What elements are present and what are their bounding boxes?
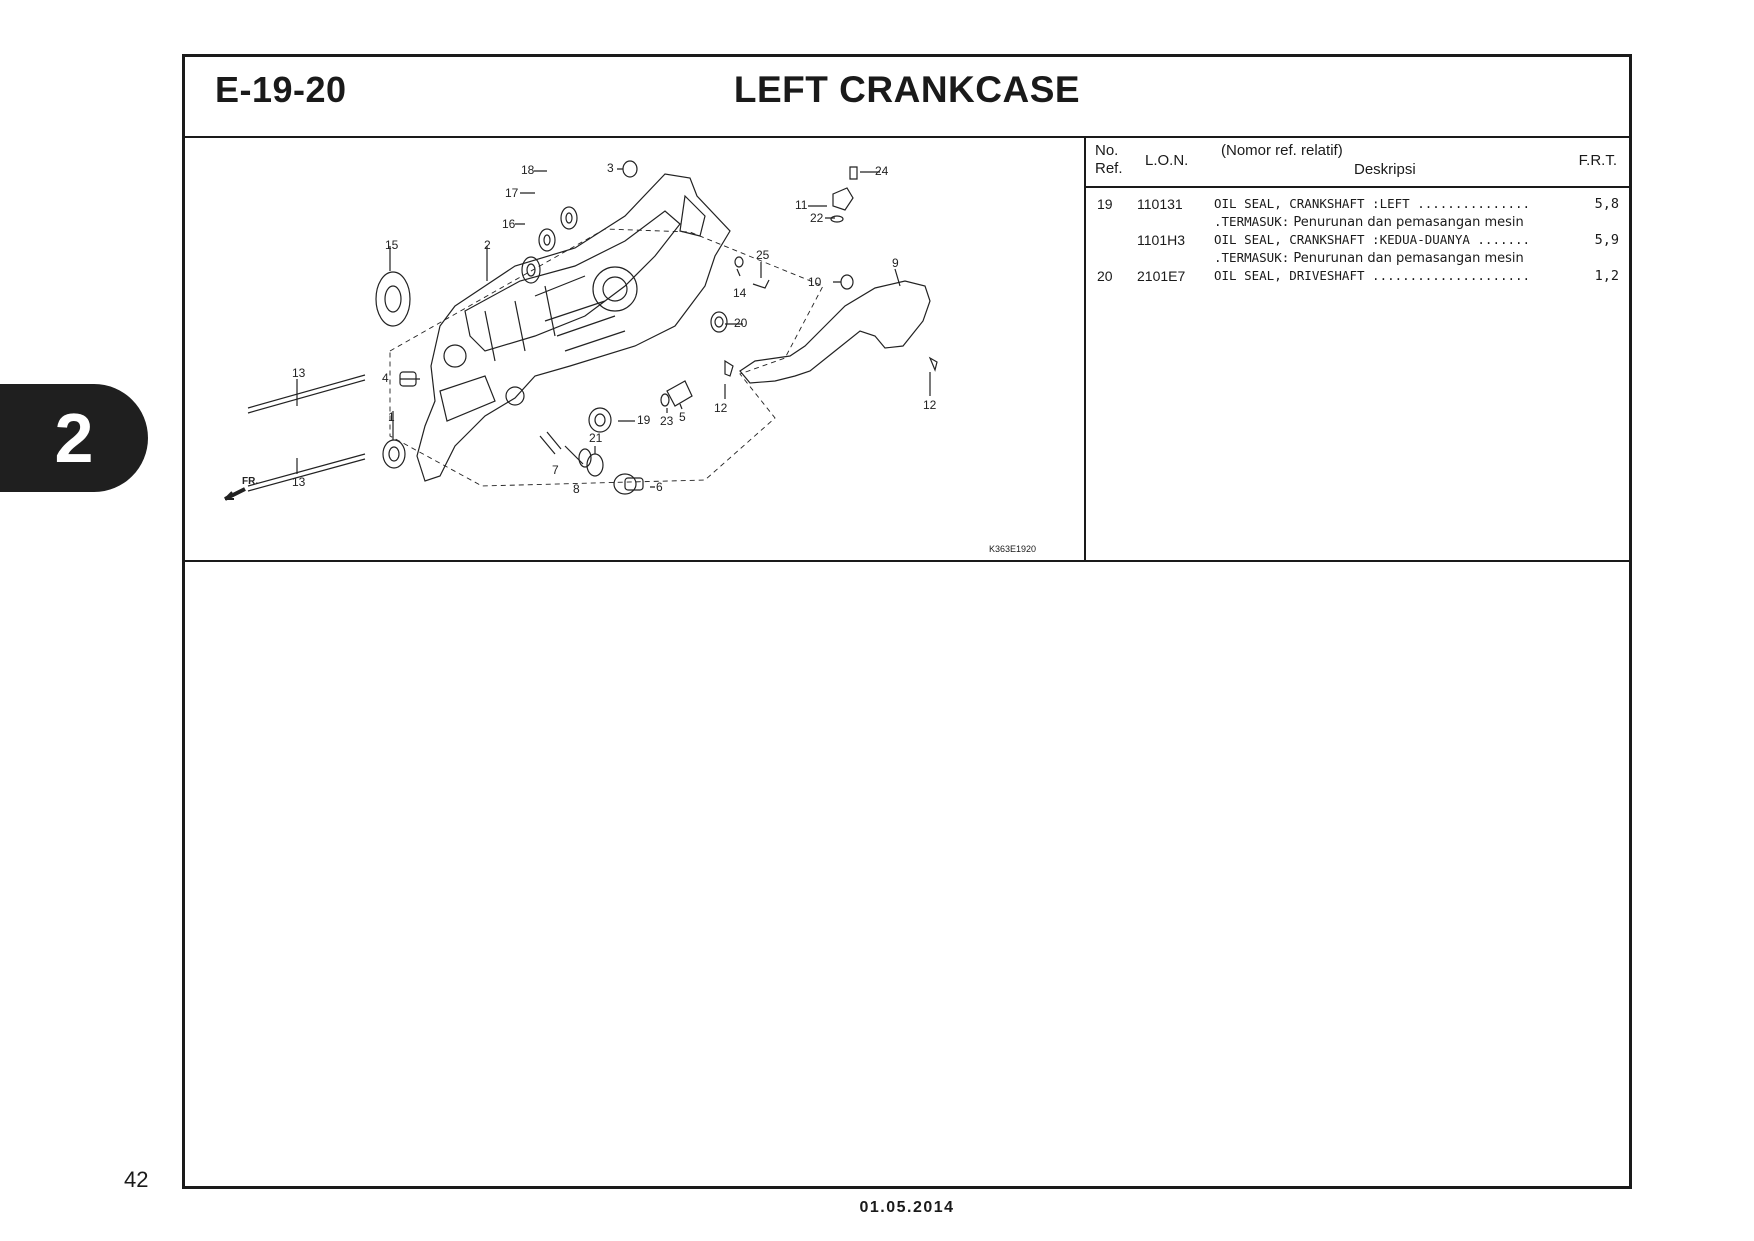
header-description: Deskripsi [1354,161,1416,178]
part-row: 20 2101E7 OIL SEAL, DRIVESHAFT .........… [1086,268,1629,286]
part-note-row: .TERMASUK: Penurunan dan pemasangan mesi… [1086,250,1629,268]
svg-text:4: 4 [382,371,389,385]
parts-rows: 19 110131 OIL SEAL, CRANKSHAFT :LEFT ...… [1086,196,1629,286]
svg-text:5: 5 [679,410,686,424]
svg-text:24: 24 [875,164,889,178]
svg-text:14: 14 [733,286,747,300]
svg-text:7: 7 [552,463,559,477]
svg-text:6: 6 [656,480,663,494]
svg-text:17: 17 [505,186,519,200]
page-title: LEFT CRANKCASE [733,69,1081,110]
part-description: OIL SEAL, DRIVESHAFT ...................… [1214,268,1531,283]
part-note-row: .TERMASUK: Penurunan dan pemasangan mesi… [1086,214,1629,232]
note-text: Penurunan dan pemasangan mesin [1289,215,1524,230]
part-ref: 20 [1097,268,1113,284]
svg-text:22: 22 [810,211,824,225]
section-code: E-19-20 [215,69,347,110]
parts-list: No. Ref. L.O.N. (Nomor ref. relatif) Des… [1086,136,1629,560]
note-label: .TERMASUK: [1214,214,1290,229]
part-row: 1101H3 OIL SEAL, CRANKSHAFT :KEDUA-DUANY… [1086,232,1629,250]
svg-text:9: 9 [892,256,899,270]
part-description: OIL SEAL, CRANKSHAFT :KEDUA-DUANYA .....… [1214,232,1531,247]
part-frt: 5,8 [1594,196,1619,212]
svg-text:10: 10 [808,275,822,289]
chapter-tab: 2 [0,384,148,492]
footer-date: 01.05.2014 [859,1199,955,1216]
part-lon: 110131 [1137,196,1183,212]
svg-text:23: 23 [660,414,674,428]
svg-text:13: 13 [292,475,306,489]
page-frame: E-19-20 LEFT CRANKCASE [182,54,1632,1189]
title-bar: E-19-20 LEFT CRANKCASE [185,57,1629,138]
header-frt: F.R.T. [1578,152,1617,169]
svg-text:16: 16 [502,217,516,231]
svg-text:FR.: FR. [242,476,258,487]
svg-text:25: 25 [756,248,770,262]
header-no: No. [1095,142,1119,159]
svg-text:2: 2 [484,238,491,252]
part-row: 19 110131 OIL SEAL, CRANKSHAFT :LEFT ...… [1086,196,1629,214]
svg-text:20: 20 [734,316,748,330]
part-description: OIL SEAL, CRANKSHAFT :LEFT .............… [1214,196,1531,211]
svg-text:11: 11 [795,198,808,212]
svg-text:19: 19 [637,413,651,427]
svg-text:13: 13 [292,366,306,380]
part-frt: 1,2 [1594,268,1619,284]
header-no-ref: No. Ref. [1095,142,1123,178]
svg-text:12: 12 [923,398,937,412]
part-frt: 5,9 [1594,232,1619,248]
svg-text:8: 8 [573,482,580,496]
svg-text:3: 3 [607,161,614,175]
header-ref: Ref. [1095,160,1123,177]
svg-text:21: 21 [589,431,603,445]
part-note: .TERMASUK: Penurunan dan pemasangan mesi… [1214,214,1524,230]
drawing-code: K363E1920 [988,544,1036,554]
header-lon: L.O.N. [1145,152,1189,169]
note-text: Penurunan dan pemasangan mesin [1289,251,1524,266]
parts-header: No. Ref. L.O.N. (Nomor ref. relatif) Des… [1086,136,1629,188]
part-lon: 1101H3 [1137,232,1186,248]
part-lon: 2101E7 [1137,268,1186,284]
svg-text:18: 18 [521,163,535,177]
part-ref: 19 [1097,196,1113,212]
note-label: .TERMASUK: [1214,250,1290,265]
svg-text:15: 15 [385,238,399,252]
page-number: 42 [124,1167,149,1192]
part-note: .TERMASUK: Penurunan dan pemasangan mesi… [1214,250,1524,266]
svg-text:1: 1 [388,410,395,424]
svg-text:12: 12 [714,401,728,415]
header-ref-relative: (Nomor ref. relatif) [1221,142,1343,159]
